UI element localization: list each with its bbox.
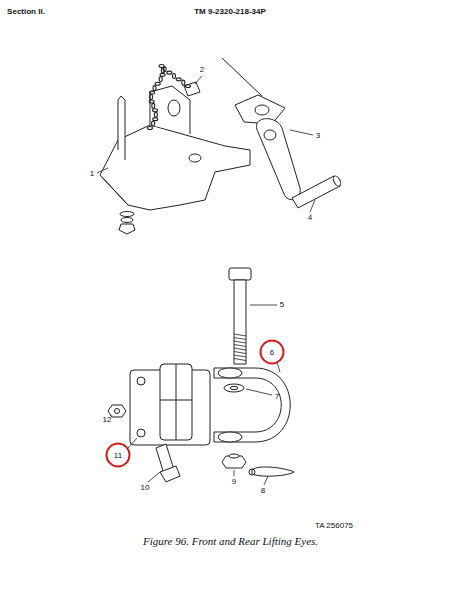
callout-number: 2: [200, 66, 204, 74]
bolt-shaft: [234, 280, 246, 364]
bracket-bolt: [118, 96, 125, 160]
cotter-pin: [252, 467, 294, 476]
figure-id: TA 256075: [315, 522, 353, 530]
callout-number: 3: [316, 132, 320, 140]
header-text: TM 9-2320-218-34P: [194, 8, 266, 16]
callout-number: 11: [114, 451, 122, 460]
clip: [184, 82, 200, 96]
circled-callout: 6: [259, 339, 285, 365]
figure-caption: Figure 96. Front and Rear Lifting Eyes.: [0, 535, 461, 547]
callout-number: 5: [280, 301, 284, 309]
leader-lines: [97, 76, 315, 485]
washer: [224, 384, 244, 392]
shackle: [214, 368, 290, 442]
red-circle-outline: [261, 341, 284, 364]
callout-number: 10: [141, 484, 150, 492]
eye-mount-plate: [235, 95, 285, 124]
header-text: Section II.: [7, 8, 45, 16]
structure-line: [222, 58, 262, 96]
bolt-head: [229, 268, 251, 280]
callout-number: 6: [270, 348, 274, 357]
callout-number: 8: [261, 487, 265, 495]
washer: [120, 212, 134, 217]
pin: [292, 176, 340, 208]
shackle-ear: [218, 368, 242, 378]
bracket-ear: [150, 86, 190, 134]
callout-number: 9: [232, 478, 236, 486]
callout-number: 1: [90, 170, 94, 178]
nut: [119, 224, 135, 234]
callout-number: 4: [308, 214, 312, 222]
callout-number: 7: [275, 393, 279, 401]
circled-callout: 11: [105, 442, 131, 468]
hinge-knuckle: [160, 364, 192, 440]
callout-number: 12: [103, 416, 112, 424]
red-circle-outline: [107, 444, 130, 467]
